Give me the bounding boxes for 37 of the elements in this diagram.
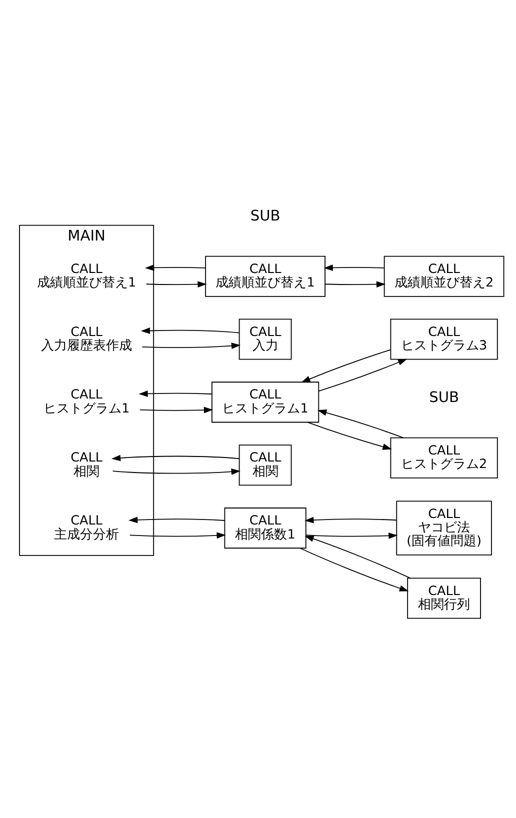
- node-text: CALL 相関: [70, 450, 102, 479]
- node-box: CALL 相関行列: [407, 577, 481, 618]
- node-text: CALL 入力履歴表作成: [41, 324, 132, 353]
- node-text: CALL 主成分分析: [54, 513, 120, 542]
- arrow: [304, 535, 411, 578]
- node-box: CALL 入力: [238, 318, 292, 360]
- arrow: [138, 390, 212, 396]
- arrow: [140, 406, 214, 413]
- arrow: [318, 358, 408, 392]
- arrow: [324, 264, 385, 270]
- node-text: CALL ヒストグラム1: [43, 387, 130, 416]
- node-box: CALL ヒストグラム2: [390, 436, 498, 478]
- node-box: CALL 相関: [238, 444, 292, 486]
- arrow: [317, 409, 404, 438]
- node-box: CALL 成績順並び替え1: [205, 255, 326, 296]
- arrow: [305, 532, 398, 538]
- arrow: [140, 327, 240, 334]
- node-box: CALL ヤコビ法 (固有値問題): [396, 500, 492, 555]
- node-box: CALL ヒストグラム3: [390, 318, 498, 360]
- arrow: [146, 280, 207, 288]
- node-text: CALL 成績順並び替え1: [36, 261, 136, 290]
- arrow: [301, 348, 391, 382]
- arrow: [145, 264, 206, 270]
- arrow: [112, 468, 240, 474]
- arrow: [300, 547, 409, 591]
- arrow: [129, 532, 226, 538]
- arrow: [324, 280, 386, 288]
- arrow: [111, 454, 240, 461]
- arrow: [304, 516, 397, 523]
- arrow: [128, 516, 225, 523]
- node-box: CALL ヒストグラム1: [211, 381, 320, 422]
- arrow: [142, 342, 241, 349]
- label: SUB: [250, 207, 280, 224]
- label: SUB: [429, 388, 460, 406]
- node-box: CALL 相関係数1: [224, 507, 306, 548]
- arrow: [307, 421, 392, 450]
- node-box: CALL 成績順並び替え2: [384, 255, 504, 296]
